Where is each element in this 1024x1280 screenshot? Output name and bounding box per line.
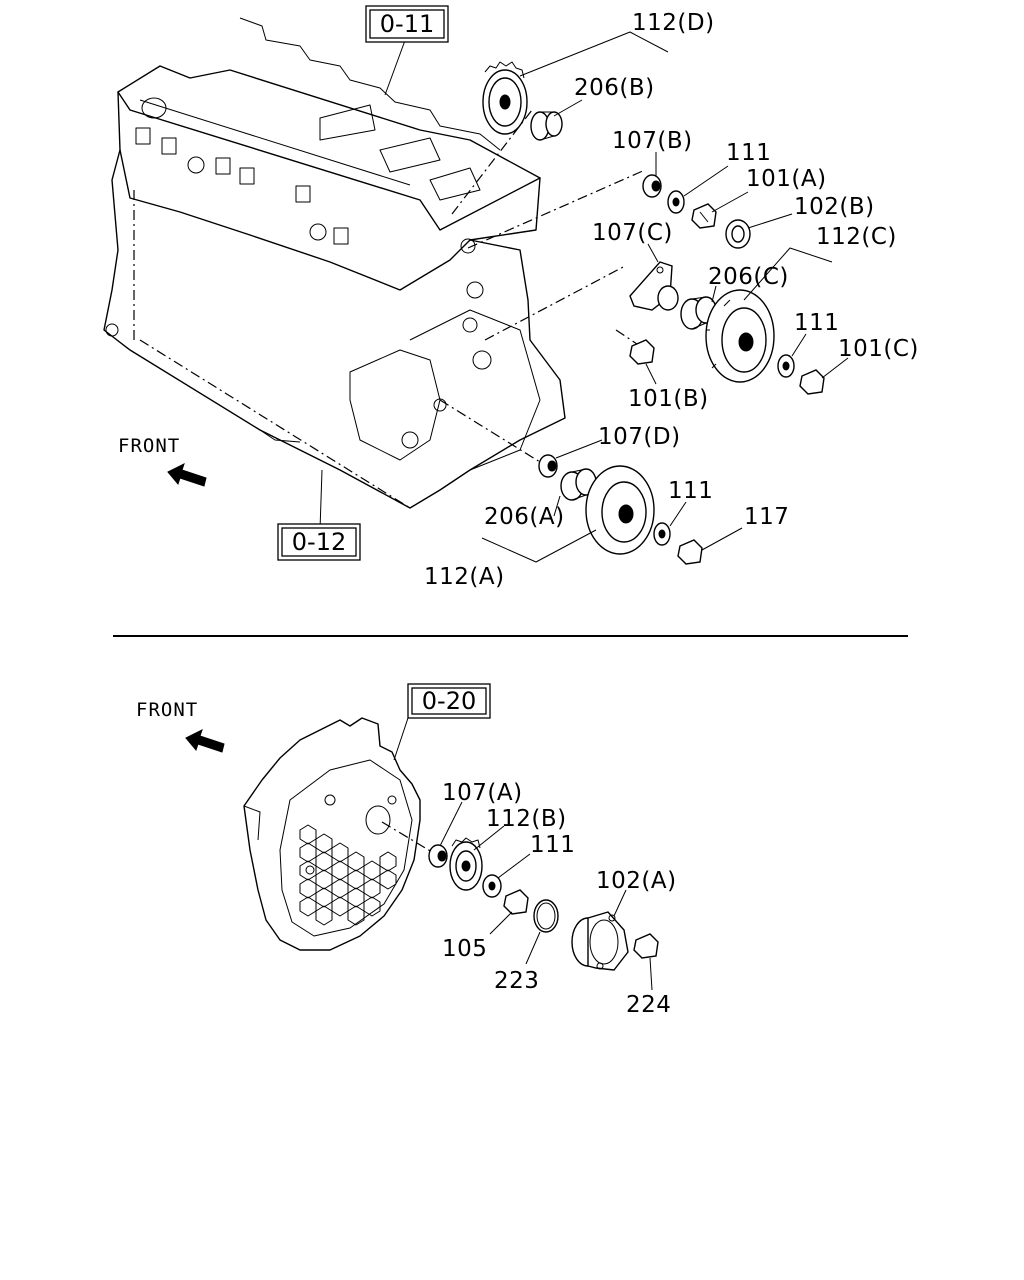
label-102a: 102(A) xyxy=(596,868,677,894)
gear-112a-drawing xyxy=(585,465,655,555)
label-101b: 101(B) xyxy=(628,386,709,412)
cover-102a-drawing xyxy=(571,911,629,971)
label-223: 223 xyxy=(494,968,539,994)
ref-box-0-11: 0-11 xyxy=(365,5,449,43)
ref-box-0-12-label: 0-12 xyxy=(292,528,346,556)
label-101a: 101(A) xyxy=(746,166,827,192)
washer-111-mid-drawing xyxy=(777,354,795,378)
label-224: 224 xyxy=(626,992,671,1018)
bolt-117-drawing xyxy=(677,539,703,565)
front-arrow-bottom: FRONT xyxy=(136,699,225,753)
engine-block-drawing xyxy=(103,17,646,531)
label-105: 105 xyxy=(442,936,487,962)
gear-112d-drawing xyxy=(482,61,528,135)
label-101c: 101(C) xyxy=(838,336,919,362)
ref-box-0-12: 0-12 xyxy=(277,523,361,561)
flywheel-housing-drawing xyxy=(243,717,433,951)
label-111-low: 111 xyxy=(668,478,713,504)
label-111-bottom: 111 xyxy=(530,832,575,858)
label-206b: 206(B) xyxy=(574,75,655,101)
bottom-part-labels: 107(A) 112(B) 111 102(A) 105 223 224 xyxy=(442,780,677,1018)
washer-111-top-drawing xyxy=(667,190,685,214)
label-107b: 107(B) xyxy=(612,128,693,154)
front-label-top: FRONT xyxy=(118,435,180,457)
ref-box-0-11-label: 0-11 xyxy=(380,10,434,38)
bottom-leader-lines xyxy=(393,711,653,991)
label-112a: 112(A) xyxy=(424,564,505,590)
bolt-105-drawing xyxy=(503,889,529,915)
bushing-206b-drawing xyxy=(530,111,563,141)
label-112b: 112(B) xyxy=(486,806,567,832)
bolt-101c-drawing xyxy=(799,369,825,395)
gear-112c-drawing xyxy=(705,289,775,383)
bolt-101a-drawing xyxy=(691,203,717,229)
front-arrow-top: FRONT xyxy=(118,435,207,487)
bushing-107d-drawing xyxy=(538,454,558,478)
label-206c: 206(C) xyxy=(708,264,789,290)
bracket-107c-drawing xyxy=(629,261,679,311)
gear-112b-drawing xyxy=(449,837,483,891)
front-label-bottom: FRONT xyxy=(136,699,198,721)
bolt-224-drawing xyxy=(633,933,659,959)
washer-111-low-drawing xyxy=(653,522,671,546)
o-ring-223-drawing xyxy=(533,899,559,933)
label-102b: 102(B) xyxy=(794,194,875,220)
label-107c: 107(C) xyxy=(592,220,673,246)
label-107d: 107(D) xyxy=(598,424,681,450)
seal-102b-drawing xyxy=(725,219,751,249)
top-leader-lines xyxy=(481,31,849,563)
bolt-101b-drawing xyxy=(629,339,655,365)
label-112d: 112(D) xyxy=(632,10,715,36)
ref-box-0-20: 0-20 xyxy=(407,683,491,719)
washer-111-bottom-drawing xyxy=(482,874,502,898)
label-112c: 112(C) xyxy=(816,224,897,250)
label-111-mid: 111 xyxy=(794,310,839,336)
top-part-labels: 112(D) 206(B) 107(B) 111 101(A) 102(B) 1… xyxy=(424,10,919,590)
bushing-107b-drawing xyxy=(642,174,662,198)
bushing-107a-drawing xyxy=(428,844,448,868)
label-107a: 107(A) xyxy=(442,780,523,806)
label-206a: 206(A) xyxy=(484,504,565,530)
label-111-top: 111 xyxy=(726,140,771,166)
ref-box-0-20-label: 0-20 xyxy=(422,687,476,715)
label-117: 117 xyxy=(744,504,789,530)
